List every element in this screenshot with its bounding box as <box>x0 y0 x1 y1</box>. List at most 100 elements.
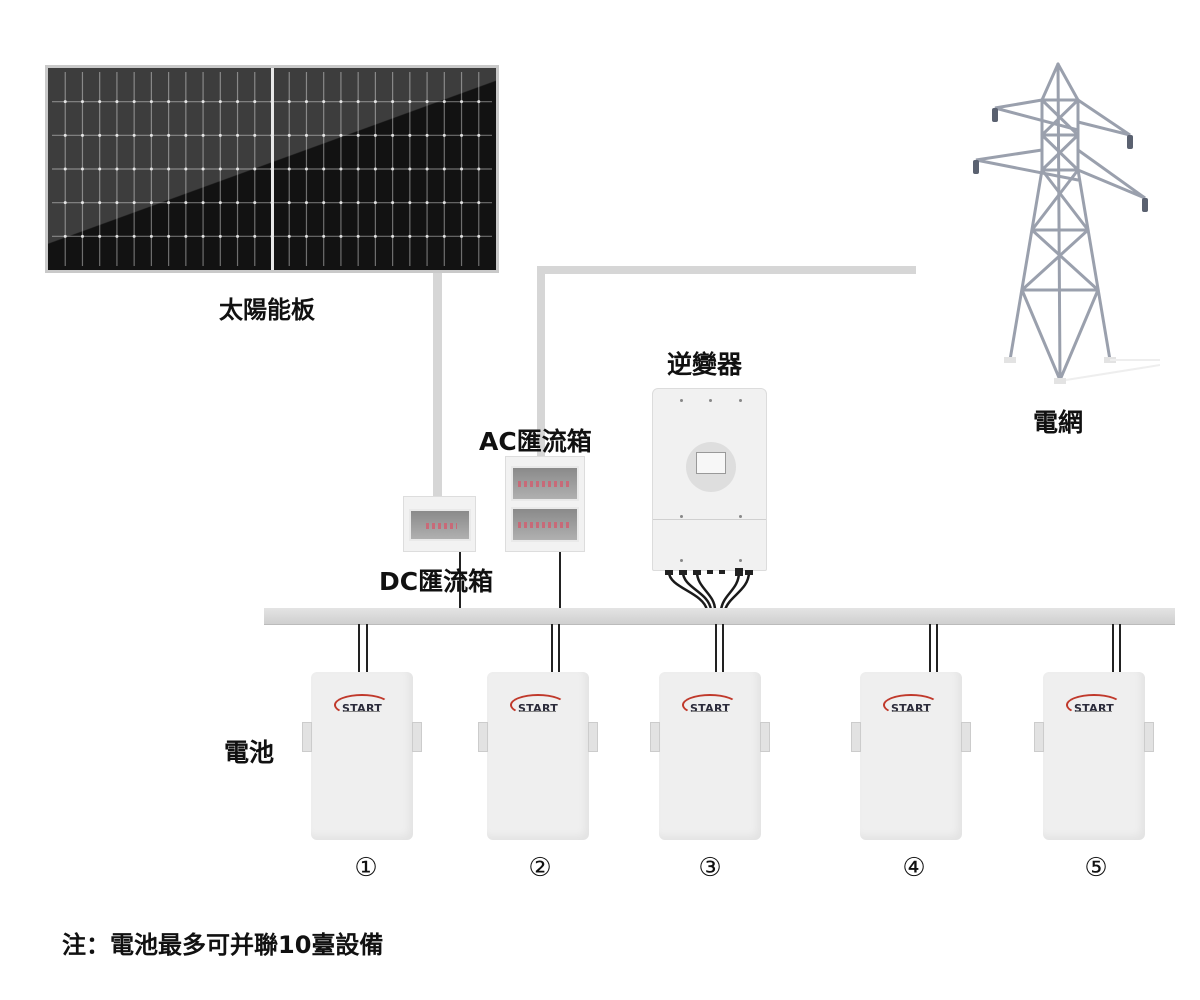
cell-junction-dot <box>236 133 240 137</box>
cell-junction-dot <box>201 133 205 137</box>
mounting-bracket <box>412 722 422 752</box>
cell-junction-dot <box>80 201 84 205</box>
mounting-bracket <box>478 722 488 752</box>
cell-junction-dot <box>167 167 171 171</box>
cell-junction-dot <box>304 100 308 104</box>
battery-cable <box>366 624 368 674</box>
battery-cable <box>1119 624 1121 674</box>
cell-junction-dot <box>460 234 464 238</box>
footnote: 注：電池最多可并聯10臺設備 <box>62 931 384 959</box>
cell-junction-dot <box>322 167 326 171</box>
solar-panel-label: 太陽能板 <box>219 296 315 324</box>
cell-junction-dot <box>253 100 257 104</box>
cell-junction-dot <box>304 167 308 171</box>
battery-body: START <box>1034 672 1154 840</box>
battery-cable <box>936 624 938 674</box>
cell-junction-dot <box>356 133 360 137</box>
inverter-bolt <box>739 559 742 562</box>
cell-junction-dot <box>149 234 153 238</box>
cell-junction-dot <box>201 100 205 104</box>
cell-junction-dot <box>425 234 429 238</box>
cell-junction-dot <box>460 167 464 171</box>
cell-junction-dot <box>63 167 67 171</box>
battery-number: ③ <box>698 853 722 883</box>
cell-junction-dot <box>477 201 481 205</box>
brand-logo: START <box>510 694 566 716</box>
cell-junction-dot <box>339 201 343 205</box>
cell-junction-dot <box>184 234 188 238</box>
cell-junction-dot <box>218 201 222 205</box>
cell-junction-dot <box>442 100 446 104</box>
ac-breakers-top <box>518 481 572 488</box>
battery-number: ② <box>528 853 552 883</box>
battery-label: 電池 <box>224 738 275 767</box>
battery-body: START <box>851 672 971 840</box>
cell-junction-dot <box>460 201 464 205</box>
cell-junction-dot <box>115 100 119 104</box>
bus-bar <box>264 608 1175 625</box>
cell-junction-dot <box>304 201 308 205</box>
brand-logo: START <box>1066 694 1122 716</box>
cell-junction-dot <box>339 100 343 104</box>
cell-junction-dot <box>287 133 291 137</box>
cell-junction-dot <box>115 167 119 171</box>
cell-junction-dot <box>339 167 343 171</box>
battery-cable <box>358 624 360 674</box>
cell-junction-dot <box>80 100 84 104</box>
cell-junction-dot <box>304 234 308 238</box>
inverter-label: 逆變器 <box>667 350 743 379</box>
mounting-bracket <box>851 722 861 752</box>
ac-combiner-box <box>505 456 585 552</box>
solar-to-dc-wire <box>433 273 442 497</box>
cell-junction-dot <box>408 234 412 238</box>
inverter <box>652 388 767 571</box>
cell-junction-dot <box>425 167 429 171</box>
cell-junction-dot <box>98 133 102 137</box>
cell-junction-dot <box>167 133 171 137</box>
cell-junction-dot <box>339 133 343 137</box>
dc-combiner-window <box>409 509 471 541</box>
battery-body: START <box>478 672 598 840</box>
cell-junction-dot <box>218 234 222 238</box>
cell-junction-dot <box>287 234 291 238</box>
cell-junction-dot <box>218 167 222 171</box>
cell-junction-dot <box>132 100 136 104</box>
battery-body: START <box>650 672 770 840</box>
cell-junction-dot <box>373 133 377 137</box>
cell-junction-dot <box>339 234 343 238</box>
cell-junction-dot <box>408 201 412 205</box>
cell-junction-dot <box>253 167 257 171</box>
dc-combiner-label: DC匯流箱 <box>379 567 494 596</box>
cell-junction-dot <box>356 234 360 238</box>
cell-junction-dot <box>63 234 67 238</box>
cell-junction-dot <box>149 133 153 137</box>
cell-junction-dot <box>98 100 102 104</box>
cell-junction-dot <box>149 201 153 205</box>
inverter-cables <box>665 568 753 611</box>
battery-cable <box>551 624 553 674</box>
grid-to-ac-wire-horizontal <box>537 266 916 274</box>
cell-junction-dot <box>425 201 429 205</box>
mounting-bracket <box>1144 722 1154 752</box>
inverter-screen <box>696 452 726 474</box>
mounting-bracket <box>650 722 660 752</box>
cell-junction-dot <box>322 133 326 137</box>
cell-junction-dot <box>408 133 412 137</box>
battery-body: START <box>302 672 422 840</box>
cell-junction-dot <box>442 201 446 205</box>
ac-combiner-window-bottom <box>511 507 579 542</box>
cell-junction-dot <box>408 167 412 171</box>
brand-logo: START <box>334 694 390 716</box>
cell-junction-dot <box>149 100 153 104</box>
cell-junction-dot <box>149 167 153 171</box>
cell-junction-dot <box>356 167 360 171</box>
inverter-bolt <box>709 399 712 402</box>
inverter-bolt <box>680 559 683 562</box>
cell-junction-dot <box>287 201 291 205</box>
cell-junction-dot <box>460 100 464 104</box>
cell-junction-dot <box>477 133 481 137</box>
cell-junction-dot <box>80 133 84 137</box>
cell-junction-dot <box>425 100 429 104</box>
panel-center-divider <box>271 68 274 270</box>
ac-combiner-cable <box>559 552 561 610</box>
